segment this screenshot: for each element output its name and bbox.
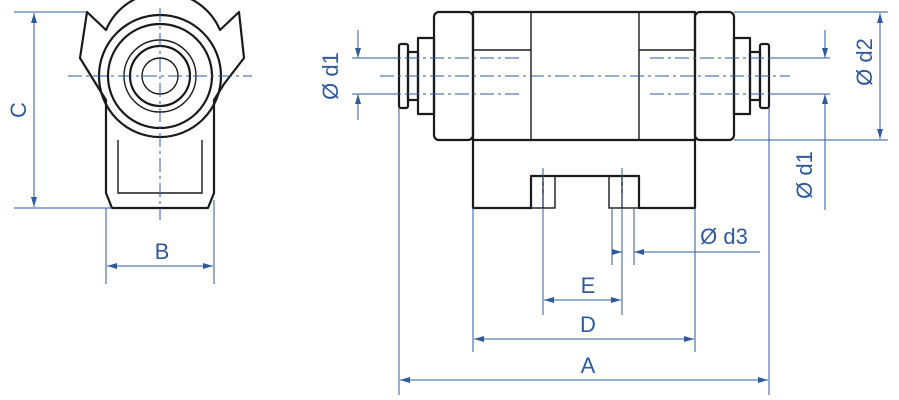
dimension-d: D	[472, 208, 696, 352]
dimension-e: E	[542, 208, 623, 315]
dimension-e-label: E	[581, 273, 596, 298]
dimension-d-label: D	[580, 312, 596, 337]
front-view	[380, 10, 790, 215]
dimension-a-label: A	[581, 353, 596, 378]
dimension-d1-right: Ø d1	[769, 30, 830, 210]
dimension-d1-left-label: Ø d1	[318, 52, 343, 100]
dimension-d3-label: Ø d3	[700, 224, 748, 249]
dimension-c-label: C	[6, 102, 31, 118]
dimension-d2-label: Ø d2	[852, 38, 877, 86]
dimension-d1-right-label: Ø d1	[792, 151, 817, 199]
mount-hole-right	[608, 175, 640, 209]
side-view	[68, 0, 252, 220]
body-bottom	[471, 138, 697, 210]
side-view-outline	[78, 0, 246, 210]
dimension-c: C	[6, 11, 112, 209]
dimension-b-label: B	[155, 239, 170, 264]
dimension-d3: Ø d3	[611, 208, 760, 265]
dimension-a: A	[398, 108, 770, 395]
dimension-d1-left: Ø d1	[318, 30, 399, 120]
dimension-d2: Ø d2	[734, 11, 888, 141]
dimension-b: B	[105, 200, 215, 284]
